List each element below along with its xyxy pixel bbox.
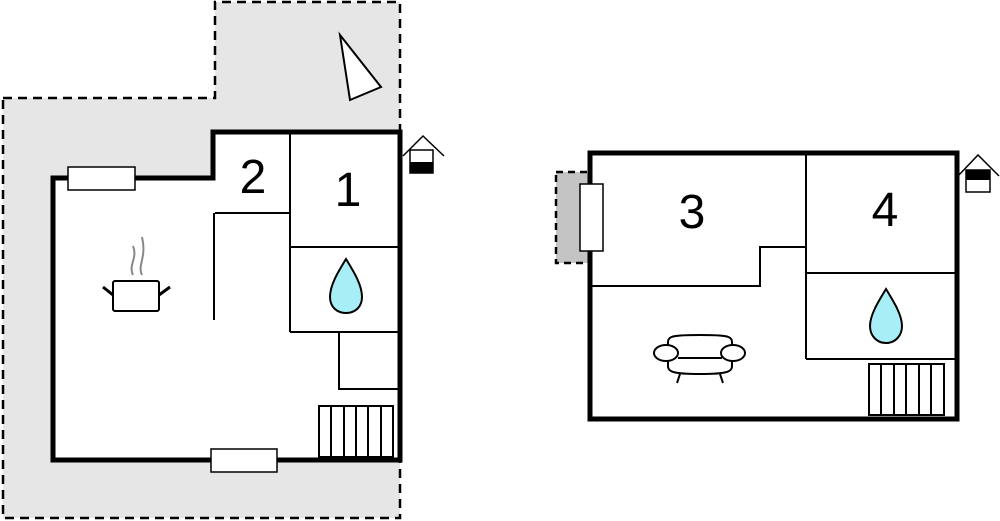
interior-walls [213,134,398,390]
room-label: 1 [335,164,362,217]
cooking-pot-icon [102,236,171,312]
upper-floor-plan: 3 4 [554,150,1000,422]
house-walls [50,129,403,463]
interior-walls [592,155,955,360]
entrance-icon [957,153,1000,193]
room-label: 3 [679,186,706,239]
ground-floor-plan: 2 1 [1,0,445,520]
compass-icon [338,31,383,102]
window-icon [210,448,278,473]
room-label: 4 [872,184,899,237]
window-icon [579,183,604,252]
room-label: 2 [240,151,267,204]
entrance-icon [402,134,445,174]
stairs-icon [318,405,394,458]
water-drop-icon [868,287,904,345]
sofa-icon [653,333,746,384]
stairs-icon [868,363,945,416]
window-icon [67,166,136,191]
water-drop-icon [328,257,364,315]
